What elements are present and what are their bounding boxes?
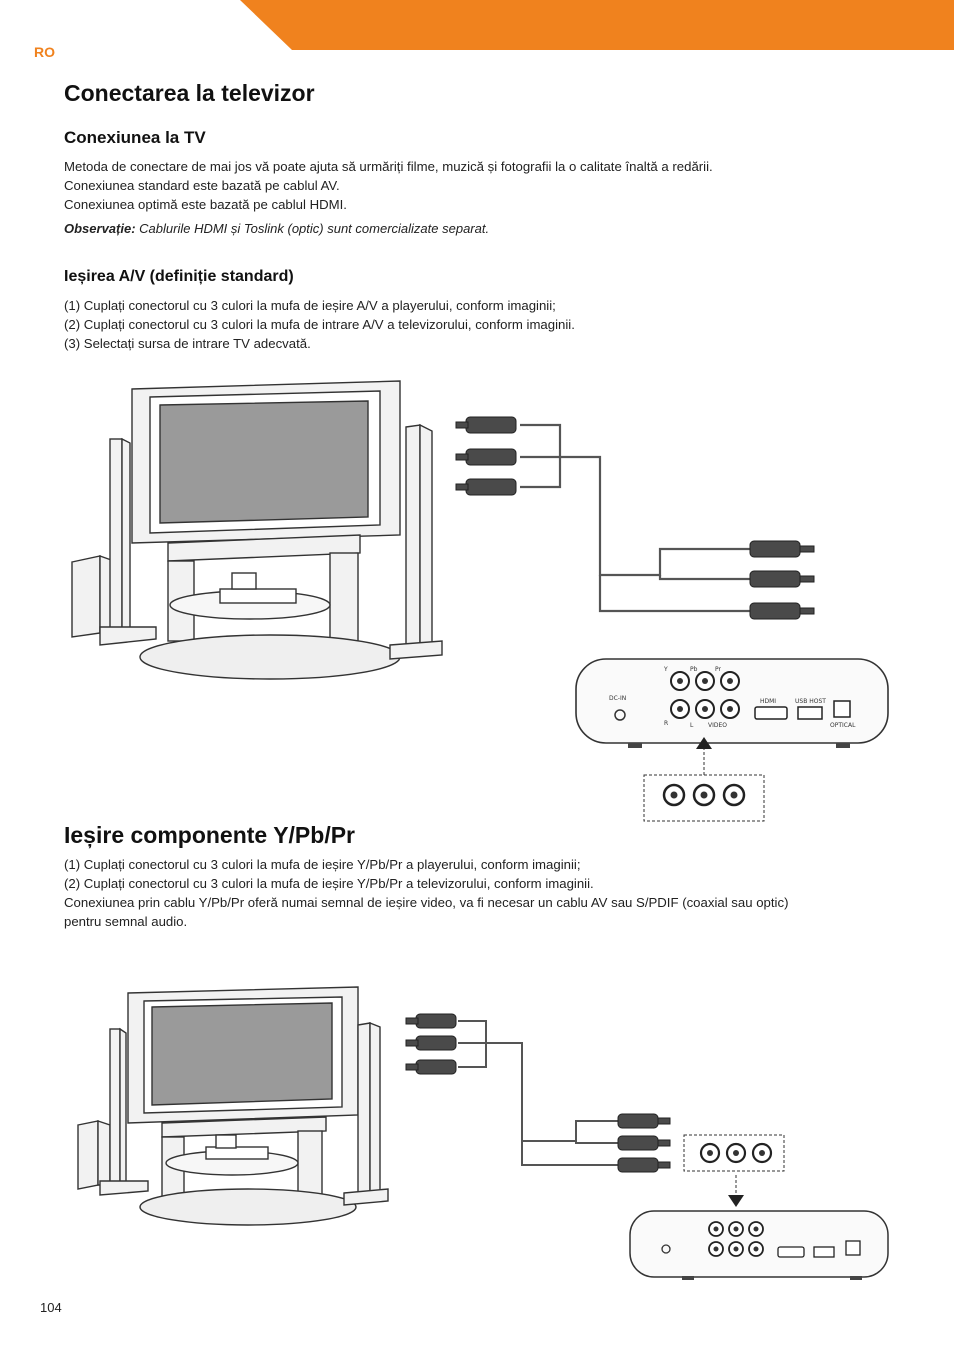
component-connection-diagram [77,986,889,1280]
rca-plugs-right [749,540,815,620]
connection-arrow [728,1175,744,1207]
text-line: Conexiunea prin cablu Y/Pb/Pr oferă numa… [64,895,789,910]
component-jacks-zoom [683,1134,785,1172]
video-label: VIDEO [708,722,727,729]
heading-component-output: Ieșire componente Y/Pb/Pr [64,822,356,848]
component-text: (1) Cuplați conectorul cu 3 culori la mu… [64,855,788,931]
page-number: 104 [40,1300,62,1315]
step-line: (3) Selectați sursa de intrare TV adecva… [64,336,311,351]
home-theater-illustration [77,986,389,1226]
media-player-rear-panel [629,1210,889,1280]
home-theater-illustration [71,380,443,680]
pb-label: Pb [690,666,698,673]
heading-tv-connection: Conexiunea la TV [64,128,206,147]
av-steps: (1) Cuplați conectorul cu 3 culori la mu… [64,296,575,353]
note-text: Cablurile HDMI și Toslink (optic) sunt c… [135,221,490,236]
tv-connection-text: Metoda de conectare de mai jos vă poate … [64,157,713,214]
av-output-jacks-zoom [643,774,765,822]
step-line: (1) Cuplați conectorul cu 3 culori la mu… [64,298,556,313]
note: Observație: Cablurile HDMI și Toslink (o… [64,221,489,236]
av-connection-diagram: DC-IN Y Pb Pr R L VIDEO HDMI USB HOST OP… [71,380,889,822]
text-line: Metoda de conectare de mai jos vă poate … [64,159,713,174]
y-label: Y [663,666,668,673]
text-line: pentru semnal audio. [64,914,188,929]
step-line: (2) Cuplați conectorul cu 3 culori la mu… [64,317,575,332]
av-cable [520,423,750,613]
rca-plugs-right [617,1113,671,1173]
text-line: Conexiunea optimă este bazată pe cablul … [64,197,347,212]
usb-host-label: USB HOST [795,698,826,705]
optical-label: OPTICAL [830,722,856,729]
connection-arrow [696,737,712,779]
header-banner [240,0,954,50]
dc-in-label: DC-IN [609,695,626,702]
l-label: L [690,722,694,729]
heading-av-output: Ieșirea A/V (definiție standard) [64,268,294,285]
text-line: (2) Cuplați conectorul cu 3 culori la mu… [64,876,594,891]
page-title: Conectarea la televizor [64,80,315,106]
text-line: (1) Cuplați conectorul cu 3 culori la mu… [64,857,581,872]
language-code: RO [34,44,55,60]
text-line: Conexiunea standard este bazată pe cablu… [64,178,340,193]
media-player-rear-panel: DC-IN Y Pb Pr R L VIDEO HDMI USB HOST OP… [575,658,889,748]
r-label: R [664,720,668,727]
rca-plugs-left [405,1013,457,1075]
component-cable [458,1020,618,1166]
rca-plugs-left [455,416,517,496]
pr-label: Pr [715,666,722,673]
hdmi-label: HDMI [760,698,776,705]
note-label: Observație: [64,221,136,236]
